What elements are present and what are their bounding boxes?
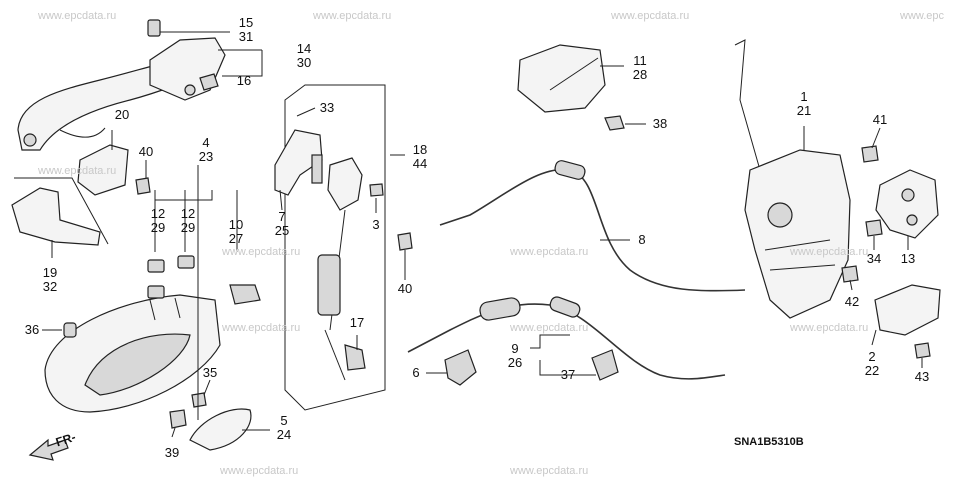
- key-cylinder: [311, 154, 363, 211]
- bracket-19: [11, 177, 109, 246]
- callout-13: 13: [900, 251, 916, 266]
- watermark: www.epcdata.ru: [510, 465, 589, 477]
- callout-35: 35: [202, 365, 218, 380]
- handle-nut-16: [199, 73, 219, 91]
- inner-handle-4: [44, 294, 221, 413]
- clip-10: [229, 284, 261, 305]
- clip-39: [169, 409, 187, 429]
- watermark: www.epcdata.ru: [510, 246, 589, 258]
- clip-12b: [177, 255, 195, 269]
- callout-39: 39: [164, 445, 180, 460]
- callout-43: 43: [914, 369, 930, 384]
- screw-43: [914, 342, 931, 359]
- latch-1: [734, 39, 851, 319]
- callout-38: 38: [652, 116, 668, 131]
- diagram-code: SNA1B5310B: [734, 436, 804, 448]
- watermark: www.epcdata.ru: [222, 246, 301, 258]
- watermark: www.epcdata.ru: [790, 322, 869, 334]
- screw-35: [191, 392, 207, 408]
- watermark: www.epc: [900, 10, 945, 22]
- cylinder-bracket-7: [274, 129, 323, 196]
- callout-20: 20: [114, 107, 130, 122]
- callout-8: 8: [638, 232, 646, 247]
- callout-40b: 40: [397, 281, 413, 296]
- clip-36: [63, 322, 77, 338]
- fr-arrow: [28, 438, 69, 461]
- watermark: www.epcdata.ru: [313, 10, 392, 22]
- rod-17: [317, 209, 366, 381]
- bolt-40a: [135, 177, 151, 195]
- callout-33: 33: [319, 100, 335, 115]
- handle-clip-15: [147, 19, 161, 37]
- callout-37: 37: [560, 367, 576, 382]
- callout-34: 34: [866, 251, 882, 266]
- outer-handle: [17, 37, 226, 151]
- clip-6: [444, 349, 477, 386]
- watermark: www.epcdata.ru: [611, 10, 690, 22]
- clip-37: [591, 349, 619, 381]
- watermark: www.epcdata.ru: [38, 165, 117, 177]
- cap-20: [77, 144, 129, 196]
- callout-40a: 40: [138, 144, 154, 159]
- callout-41: 41: [872, 112, 888, 127]
- watermark: www.epcdata.ru: [38, 10, 117, 22]
- bolt-41: [861, 145, 879, 163]
- screw-3: [369, 183, 384, 197]
- striker-13: [875, 169, 939, 239]
- clip-38: [604, 115, 625, 131]
- clip-12a: [147, 259, 165, 299]
- cover-5: [189, 408, 252, 451]
- cover-11: [517, 44, 606, 113]
- watermark: www.epcdata.ru: [220, 465, 299, 477]
- callout-3: 3: [372, 217, 380, 232]
- cable-9: [407, 296, 726, 380]
- callout-17: 17: [349, 315, 365, 330]
- callout-42: 42: [844, 294, 860, 309]
- bolt-42: [841, 265, 859, 283]
- callout-16: 16: [236, 73, 252, 88]
- watermark: www.epcdata.ru: [510, 322, 589, 334]
- bolt-40b: [397, 232, 413, 251]
- leader-lines: [42, 31, 923, 438]
- cover-2: [874, 284, 941, 336]
- cable-8: [439, 160, 746, 292]
- bolt-34: [865, 219, 883, 237]
- watermark: www.epcdata.ru: [222, 322, 301, 334]
- cylinder-frame: [284, 84, 386, 411]
- callout-6: 6: [412, 365, 420, 380]
- callout-36: 36: [24, 322, 40, 337]
- watermark: www.epcdata.ru: [790, 246, 869, 258]
